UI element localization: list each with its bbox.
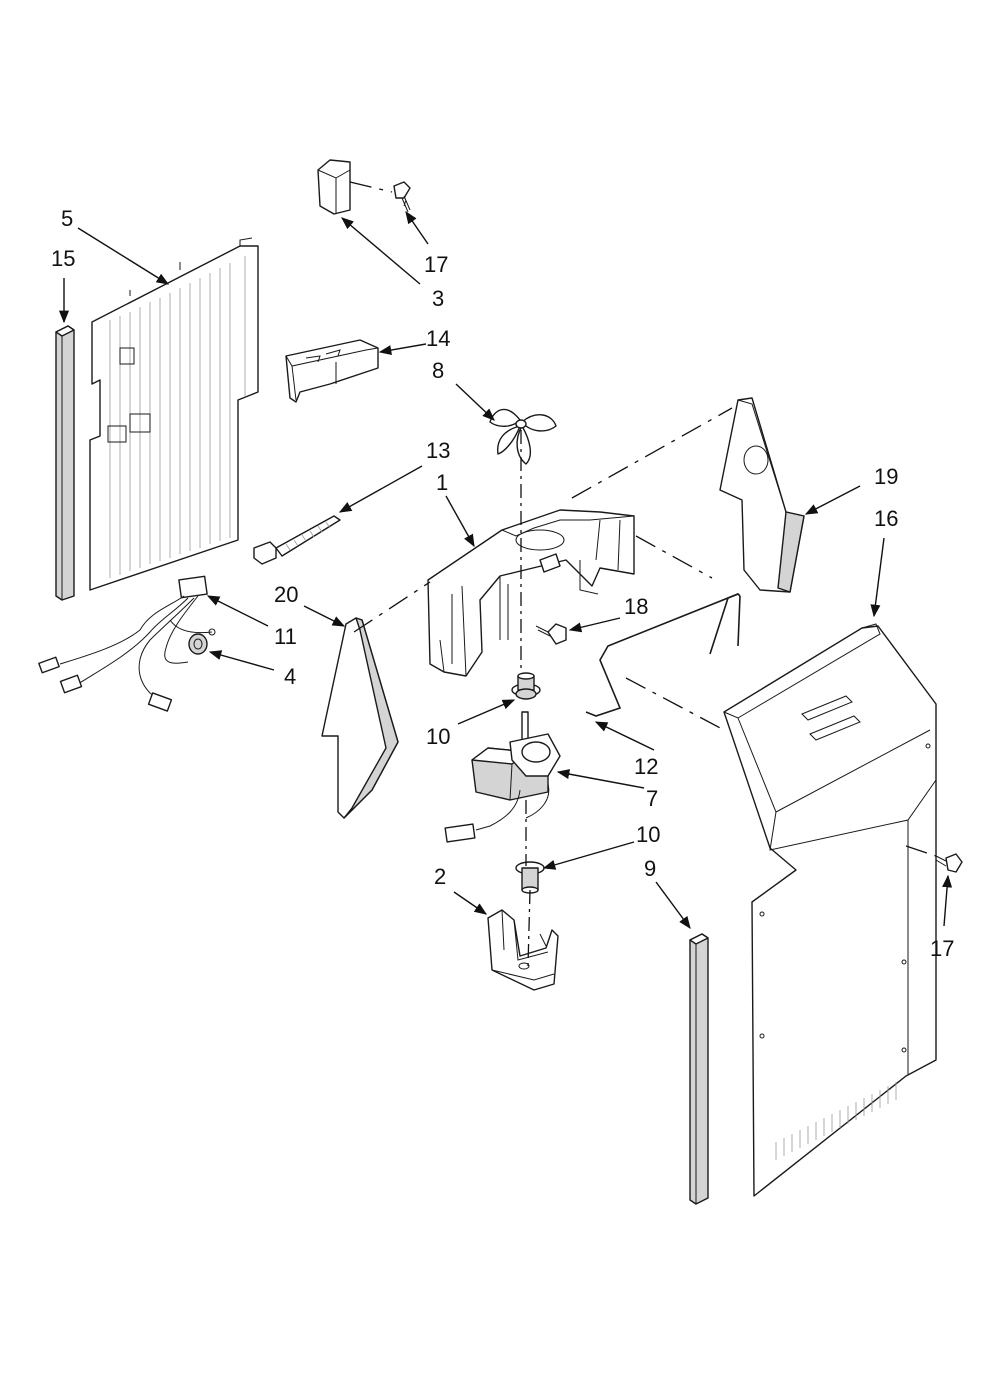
callout-10-lower: 10: [636, 822, 660, 847]
part-17-screw-side: [905, 845, 963, 873]
part-10-bushing-lower: [515, 861, 545, 894]
part-16-rear-panel: [723, 623, 937, 1197]
callout-17-top: 17: [424, 252, 448, 277]
callout-18: 18: [624, 594, 648, 619]
part-17-screw-top: [349, 181, 411, 213]
part-20-side-baffle: [321, 617, 399, 819]
callout-9: 9: [644, 856, 656, 881]
callout-10-upper: 10: [426, 724, 450, 749]
callout-19: 19: [874, 464, 898, 489]
part-2-motor-bracket: [487, 909, 559, 991]
callout-3: 3: [432, 286, 444, 311]
part-15-foam-strip: [55, 325, 75, 601]
callout-13: 13: [426, 438, 450, 463]
callout-labels: 5 15 17 3 14 8 13 1 19 16 20 18 11 4 10 …: [51, 206, 954, 961]
callout-7: 7: [646, 786, 658, 811]
leader-arrows: [58, 210, 953, 930]
callout-11: 11: [274, 624, 297, 649]
callout-5: 5: [61, 206, 73, 231]
part-10-bushing-upper: [511, 672, 541, 700]
callout-4: 4: [284, 664, 296, 689]
part-18-screw: [535, 623, 567, 645]
part-1-fan-shroud: [427, 509, 635, 677]
part-11-wire-harness: [38, 575, 216, 712]
callout-8: 8: [432, 358, 444, 383]
callout-15: 15: [51, 246, 75, 271]
callout-20: 20: [274, 582, 298, 607]
part-7-fan-motor: [444, 711, 561, 843]
callout-2: 2: [434, 864, 446, 889]
part-3-cap: [317, 159, 351, 215]
callout-1: 1: [436, 470, 448, 495]
part-9-foam-strip: [689, 933, 709, 1205]
part-19-side-baffle: [719, 397, 805, 593]
callout-14: 14: [426, 326, 450, 351]
part-8-fan-blade: [489, 408, 557, 465]
callout-17-side: 17: [930, 936, 954, 961]
callout-12: 12: [634, 754, 658, 779]
callout-16: 16: [874, 506, 898, 531]
part-4-grommet: [188, 633, 208, 655]
part-12-wire-bail: [585, 593, 741, 717]
part-13-cable-tie: [253, 515, 341, 565]
alignment-lines: [353, 407, 733, 967]
part-14-bracket: [285, 339, 379, 403]
part-5-evaporator-cover: [89, 237, 259, 591]
